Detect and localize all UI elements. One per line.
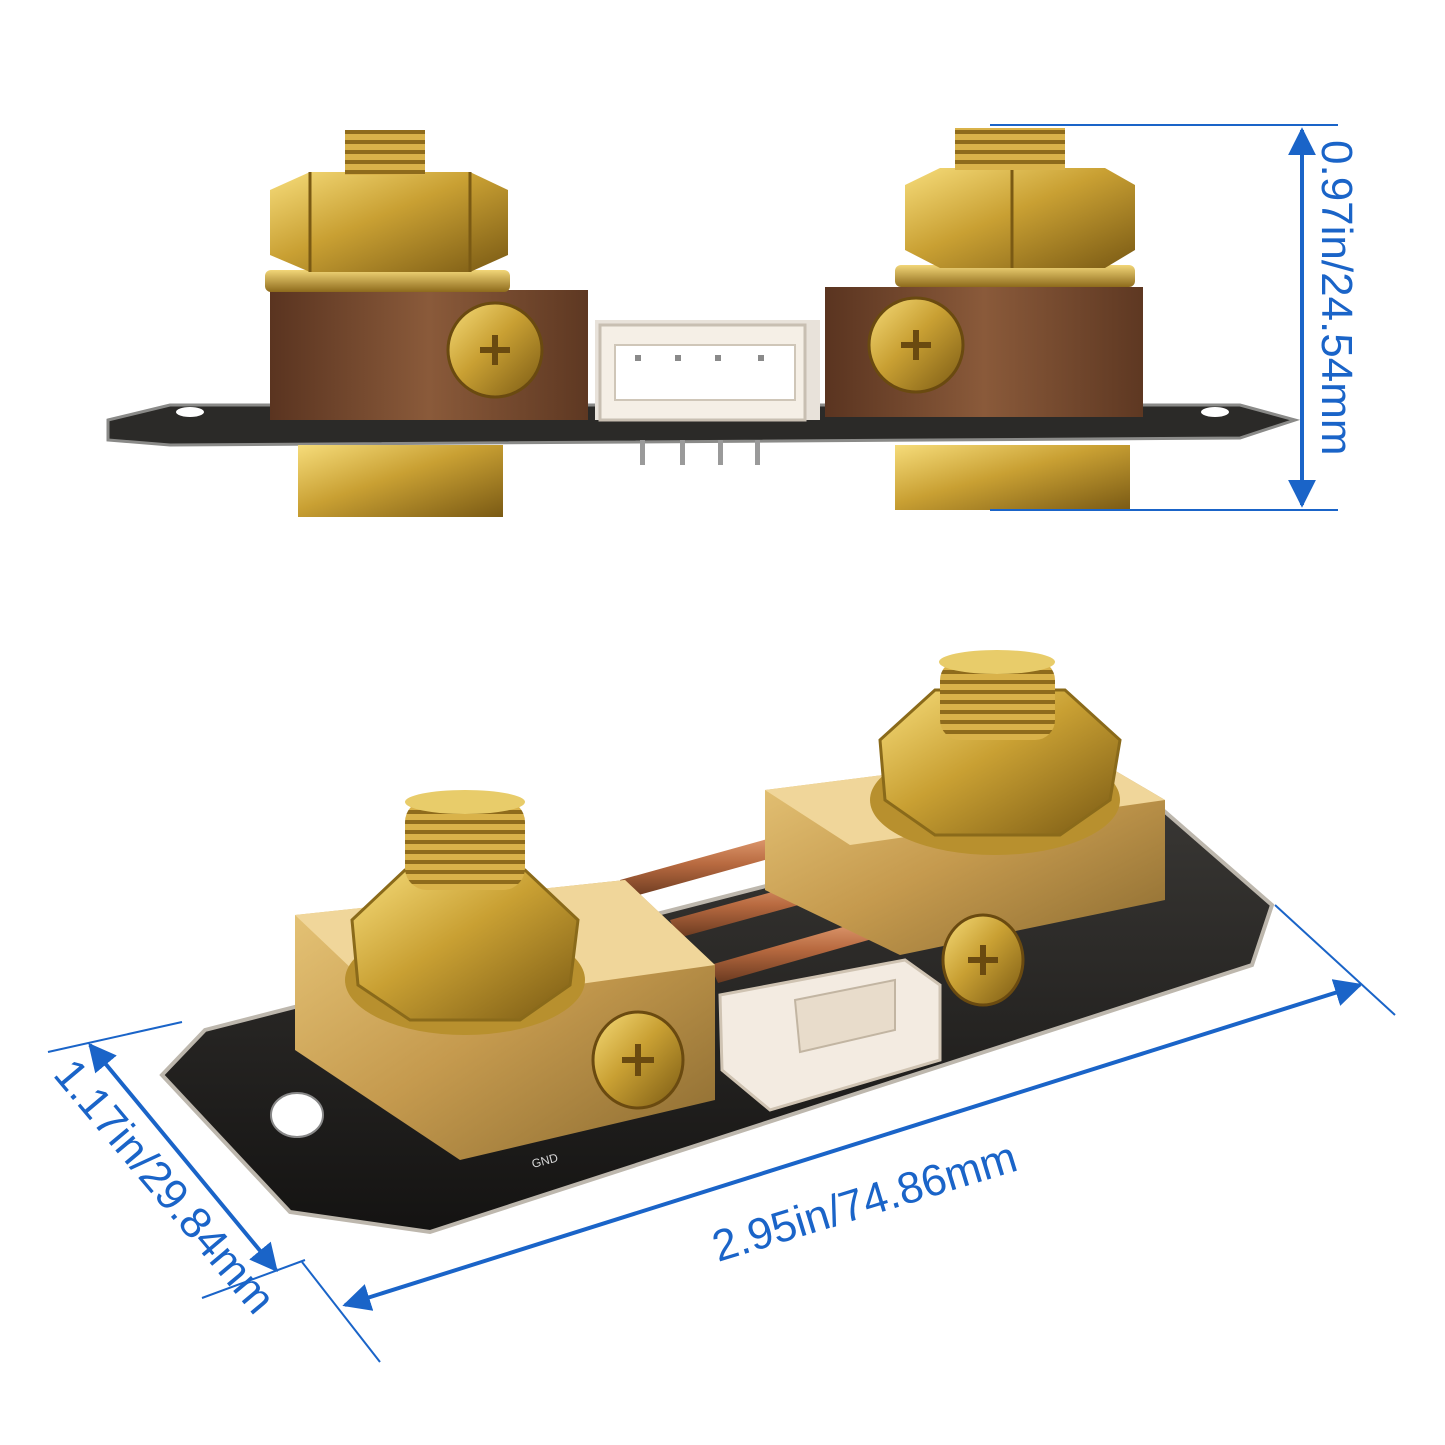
height-dimension-label: 0.97in/24.54mm <box>1312 140 1361 456</box>
right-bottom-nut <box>895 445 1130 510</box>
perspective-view-shunt: GND <box>159 650 1275 1235</box>
right-screw <box>867 296 965 394</box>
left-threaded-stud <box>345 130 425 175</box>
left-bottom-nut <box>298 445 503 517</box>
height-dimension: 0.97in/24.54mm <box>990 124 1361 511</box>
right-block-screw <box>941 913 1025 1007</box>
side-view-connector <box>595 320 820 422</box>
right-top-hex-nut <box>905 168 1135 268</box>
left-top-hex-nut <box>270 172 508 272</box>
right-hex-nut <box>870 650 1122 855</box>
right-threaded-stud <box>955 128 1065 170</box>
length-dimension-label: 2.95in/74.86mm <box>707 1132 1023 1271</box>
side-view-shunt <box>106 128 1301 517</box>
left-screw <box>446 301 544 399</box>
left-hex-nut <box>345 790 585 1035</box>
left-block-screw <box>591 1010 685 1110</box>
